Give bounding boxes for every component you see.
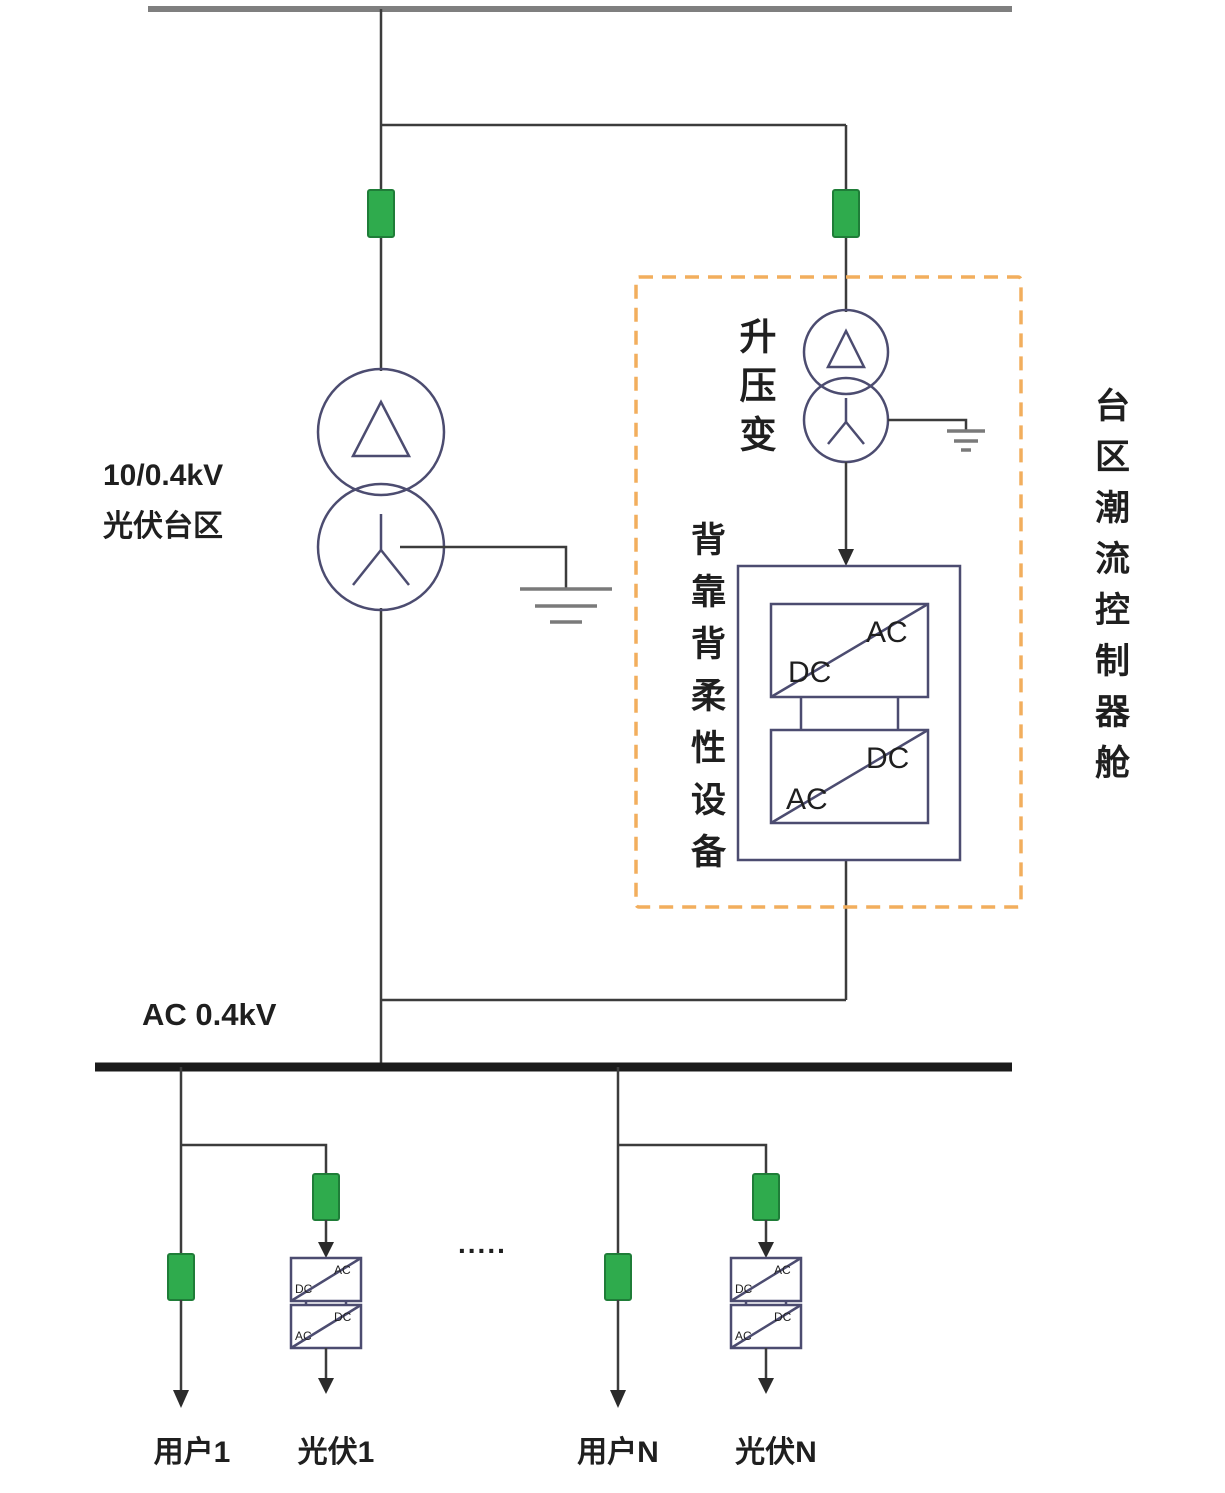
- main-wires: [379, 9, 848, 1065]
- arrow-pvN-in: [758, 1242, 774, 1258]
- arrow-pvN-out: [758, 1378, 774, 1394]
- pv-station-label-line1: 10/0.4kV: [103, 459, 224, 492]
- pv1-conv-bottom-dc-label: DC: [334, 1310, 352, 1324]
- pv-station-transformer: [316, 367, 446, 612]
- pvN-converter: DC AC AC DC: [729, 1256, 803, 1350]
- controller-cabin-boundary: [634, 275, 1023, 909]
- breaker-switch-pv1: [312, 1173, 340, 1221]
- ac-bus-label: AC 0.4kV: [142, 997, 277, 1032]
- arrow-pv1-out: [318, 1378, 334, 1394]
- boost-transformer: [802, 308, 890, 464]
- pv1-label: 光伏1: [297, 1436, 375, 1469]
- breaker-switch-user1: [167, 1253, 195, 1301]
- pv1-conv-top-ac-label: AC: [334, 1263, 351, 1277]
- b2b-device-box: [736, 564, 962, 862]
- feeder-userN: [604, 1067, 632, 1408]
- pv-station-label: 10/0.4kV 光伏台区: [103, 450, 223, 552]
- feeder-user1: [167, 1067, 195, 1408]
- converter-top-ac-label: AC: [866, 616, 908, 649]
- ellipsis-label: .....: [458, 1228, 507, 1259]
- dc-link: [799, 697, 900, 730]
- ground-right-icon: [888, 418, 985, 452]
- pvN-conv-bottom-ac-label: AC: [735, 1329, 752, 1343]
- pv-station-label-line2: 光伏台区: [103, 510, 223, 543]
- breaker-switch-pvN: [752, 1173, 780, 1221]
- delta-winding-icon: [350, 399, 412, 458]
- feeder-pv1: DC AC AC DC: [181, 1143, 363, 1394]
- feeder-pvN: DC AC AC DC: [618, 1143, 803, 1394]
- ground-left-icon: [400, 545, 612, 624]
- b2b-device: DC AC AC DC: [736, 564, 962, 862]
- pv1-conv-bottom-ac-label: AC: [295, 1329, 312, 1343]
- pv1-converter: DC AC AC DC: [289, 1256, 363, 1350]
- breaker-switch-pv-station: [367, 189, 395, 238]
- pvN-conv-top-ac-label: AC: [774, 1263, 791, 1277]
- pv1-conv-top-dc-label: DC: [295, 1282, 313, 1296]
- user1-label: 用户1: [153, 1436, 231, 1469]
- arrow-to-device: [838, 462, 854, 566]
- wye-winding-icon: [827, 398, 865, 445]
- controller-cabin-label: 台区潮流控制器舱: [1090, 387, 1129, 795]
- arrow-pv1-in: [318, 1242, 334, 1258]
- wye-winding-icon: [352, 514, 410, 586]
- converter-top: DC AC: [769, 602, 930, 699]
- userN-label: 用户N: [577, 1436, 659, 1469]
- breaker-switch-cabin: [832, 189, 860, 238]
- arrow-userN: [610, 1390, 626, 1408]
- pvN-conv-bottom-dc-label: DC: [774, 1310, 792, 1324]
- converter-bottom: AC DC: [769, 728, 930, 825]
- converter-top-dc-label: DC: [788, 656, 831, 689]
- delta-winding-icon: [825, 328, 867, 369]
- pvN-label: 光伏N: [735, 1436, 817, 1469]
- b2b-device-label: 背靠背柔性设备: [686, 521, 725, 885]
- arrow-user1: [173, 1390, 189, 1408]
- converter-bottom-ac-label: AC: [786, 783, 828, 816]
- pvN-conv-top-dc-label: DC: [735, 1282, 753, 1296]
- breaker-switch-userN: [604, 1253, 632, 1301]
- converter-bottom-dc-label: DC: [866, 742, 909, 775]
- boost-transformer-label: 升压变: [734, 317, 775, 464]
